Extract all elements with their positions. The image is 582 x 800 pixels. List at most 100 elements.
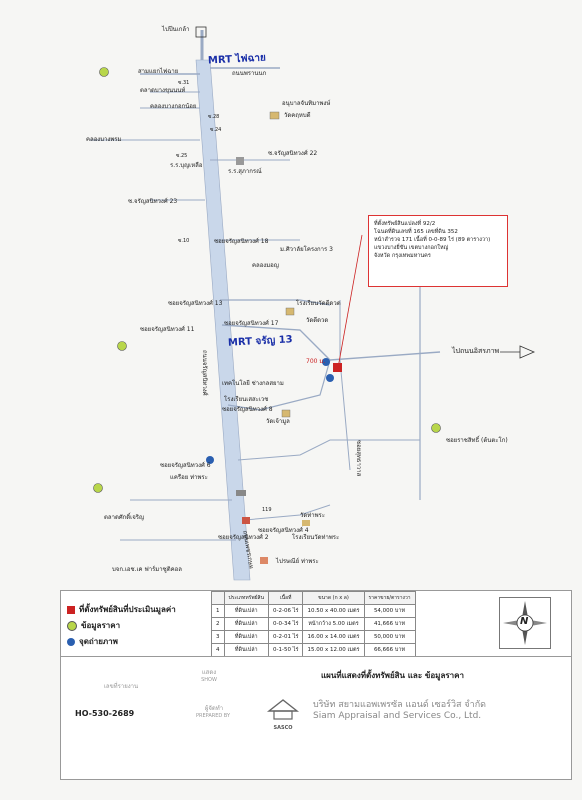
label-samyaek: สามแยกไฟฉาย (138, 68, 179, 75)
label-soi-rat-sit: ซอยราชสิทธิ์ (ต้นตะโก) (446, 437, 508, 444)
table-row: 1 ที่ดินเปล่า 0-2-06 ไร่ 10.50 x 40.00 เ… (211, 604, 416, 618)
header-type: ประเภททรัพย์สิน (223, 591, 270, 605)
row-area: 0-1-50 ไร่ (268, 643, 304, 657)
info-line-2: โฉนดที่ดินเลขที่ 165 เลขที่ดิน 352 (374, 229, 458, 235)
row-price: 54,000 บาท (363, 604, 416, 618)
price-table-header: ประเภททรัพย์สิน เนื้อที่ ขนาด (ก x ล) รา… (211, 591, 416, 605)
info-line-4: แขวงบางยี่ขัน เขตบางกอกใหญ่ (374, 245, 449, 251)
label-soi28: ซ.28 (208, 114, 220, 120)
price-point-2 (117, 341, 127, 351)
label-soi6: ซอยจรัญสนิทวงศ์ 6 (160, 462, 211, 469)
company-en: Siam Appraisal and Services Co., Ltd. (313, 711, 482, 721)
row-price: 41,666 บาท (363, 617, 416, 631)
compass-n: N (520, 616, 529, 627)
label-soi-isaraphap: ซอยสุทธาวาส (355, 440, 362, 477)
row-type: ที่ดินเปล่า (223, 617, 270, 631)
row-price: 66,666 บาท (363, 643, 416, 657)
row-no: 3 (211, 630, 225, 644)
row-size: หน้ากว้าง 5.00 เมตร (302, 617, 365, 631)
seven-eleven-icon (242, 517, 250, 524)
row-area: 0-2-06 ไร่ (268, 604, 304, 618)
price-point-4 (93, 483, 103, 493)
row-type: ที่ดินเปล่า (223, 604, 270, 618)
label-soi17: ซอยจรัญสนิทวงศ์ 17 (224, 320, 279, 327)
label-soi31: ซ.31 (178, 80, 190, 86)
title-block: เลขที่รายงาน แสดง SHOW แผนที่แสดงที่ตั้ง… (60, 656, 572, 780)
label-phran-nok: ถนนพรานนก (232, 70, 267, 77)
label-school-wat-sai: โรงเรียนวัดดีดวด (296, 300, 341, 307)
prepared-label: ผู้จัดทำ (204, 705, 224, 712)
row-size: 10.50 x 40.00 เมตร (302, 604, 365, 618)
road-soi4 (244, 504, 331, 521)
post-office-icon (260, 557, 268, 564)
road-soi6 (237, 439, 420, 461)
logo-text: SASCO (273, 725, 293, 731)
company-th: บริษัท สยามแอพเพรซัล แอนด์ เซอร์วิส จำกั… (313, 700, 487, 710)
table-row: 3 ที่ดินเปล่า 0-2-01 ไร่ 16.00 x 14.00 เ… (211, 630, 416, 644)
label-talad: ตลาดศักดิ์เจริญ (104, 514, 145, 521)
header-price: ราคาขาย/ตารางวา (363, 591, 416, 605)
label-soi10: ซ.10 (178, 238, 190, 244)
label-bank: บจก.เอช.เค ฟาร์มาซูติคอล (112, 566, 182, 573)
label-soi8: ซอยจรัญสนิทวงศ์ 8 (222, 406, 273, 413)
logo-house-icon (266, 699, 300, 720)
price-table: ประเภททรัพย์สิน เนื้อที่ ขนาด (ก x ล) รา… (211, 591, 416, 657)
report-no-label: เลขที่รายงาน (103, 683, 139, 690)
label-soi22: ซ.จรัญสนิทวงศ์ 22 (268, 150, 318, 157)
info-line-5: จังหวัด กรุงเทพมหานคร (374, 253, 431, 259)
legend-subject-label: ที่ตั้งทรัพย์สินที่ประเมินมูลค่า (79, 605, 176, 614)
price-point-1 (99, 67, 109, 77)
legend-photo: จุดถ่ายภาพ (67, 635, 118, 648)
row-area: 0-2-01 ไร่ (268, 630, 304, 644)
compass: N (499, 597, 551, 649)
compass-rose-icon (503, 601, 547, 645)
temple-icon (269, 111, 280, 120)
kpi-icon (236, 490, 246, 496)
subject-info-box: ที่ตั้งทรัพย์สินแปลงที่ 92/2 โฉนดที่ดินเ… (368, 215, 508, 287)
label-soi25: ซ.25 (176, 153, 188, 159)
temple-chao-mun-icon (281, 409, 291, 418)
label-kpi: แครือย ท่าพระ (170, 474, 208, 481)
main-road (195, 59, 251, 581)
sasco-logo: SASCO (265, 697, 301, 731)
label-soi13: ซอยจรัญสนิทวงศ์ 13 (168, 300, 223, 307)
label-post: ไปรษณีย์ ท่าพระ (276, 558, 319, 565)
photo-point-1 (322, 358, 330, 366)
label-wat-chao-mun: วัดเจ้ามูล (266, 418, 290, 425)
subject-square-icon (67, 605, 75, 614)
map-title: แผนที่แสดงที่ตั้งทรัพย์สิน และ ข้อมูลราค… (321, 671, 464, 680)
label-tech: เทคโนโลยี ช่างกลสยาม (222, 380, 284, 387)
label-ma-sirat: ม.ศิวาลัยโครงการ 3 (280, 246, 333, 253)
row-price: 50,000 บาท (363, 630, 416, 644)
road-soi8 (227, 359, 331, 411)
photo-point-icon (67, 637, 75, 646)
table-row: 4 ที่ดินเปล่า 0-1-50 ไร่ 15.00 x 12.00 เ… (211, 643, 416, 657)
legend: ที่ตั้งทรัพย์สินที่ประเมินมูลค่า ข้อมูลร… (60, 590, 572, 658)
road-map (90, 26, 536, 581)
label-school-sayam: โรงเรียนเสสะเวช (224, 396, 269, 403)
building-icon (236, 157, 244, 165)
label-khlong-bang: คลองบางพรม (86, 136, 122, 143)
label-soi23: ซ.จรัญสนิทวงศ์ 23 (128, 198, 178, 205)
label-khlong: คลองบางกอกน้อย (150, 103, 197, 110)
label-anuban: อนุบาลจันทิมาพงษ์ (282, 100, 331, 107)
legend-subject: ที่ตั้งทรัพย์สินที่ประเมินมูลค่า (67, 603, 176, 616)
info-line-1: ที่ตั้งทรัพย์สินแปลงที่ 92/2 (374, 221, 436, 227)
label-road-charansanit: ถนนจรัญสนิทวงศ์ (201, 350, 208, 396)
callout-line (337, 234, 363, 369)
label-school-tha-phra: โรงเรียนวัดท่าพระ (292, 534, 340, 541)
row-size: 15.00 x 12.00 เมตร (302, 643, 365, 657)
price-circle-icon (67, 620, 77, 631)
label-mrt-fai-chai: MRT ไฟฉาย (207, 52, 267, 67)
header-area: เนื้อที่ (268, 591, 304, 605)
legend-photo-label: จุดถ่ายภาพ (79, 637, 118, 646)
temple-tha-phra-icon (302, 520, 310, 526)
legend-price-label: ข้อมูลราคา (81, 621, 121, 630)
table-row: 2 ที่ดินเปล่า 0-0-34 ไร่ หน้ากว้าง 5.00 … (211, 617, 416, 631)
label-soi4: ซอยจรัญสนิทวงศ์ 4 (258, 527, 309, 534)
label-soi24: ซ.24 (210, 127, 222, 133)
header-size: ขนาด (ก x ล) (302, 591, 365, 605)
row-no: 4 (211, 643, 225, 657)
label-soi11: ซอยจรัญสนิทวงศ์ 11 (140, 326, 195, 333)
